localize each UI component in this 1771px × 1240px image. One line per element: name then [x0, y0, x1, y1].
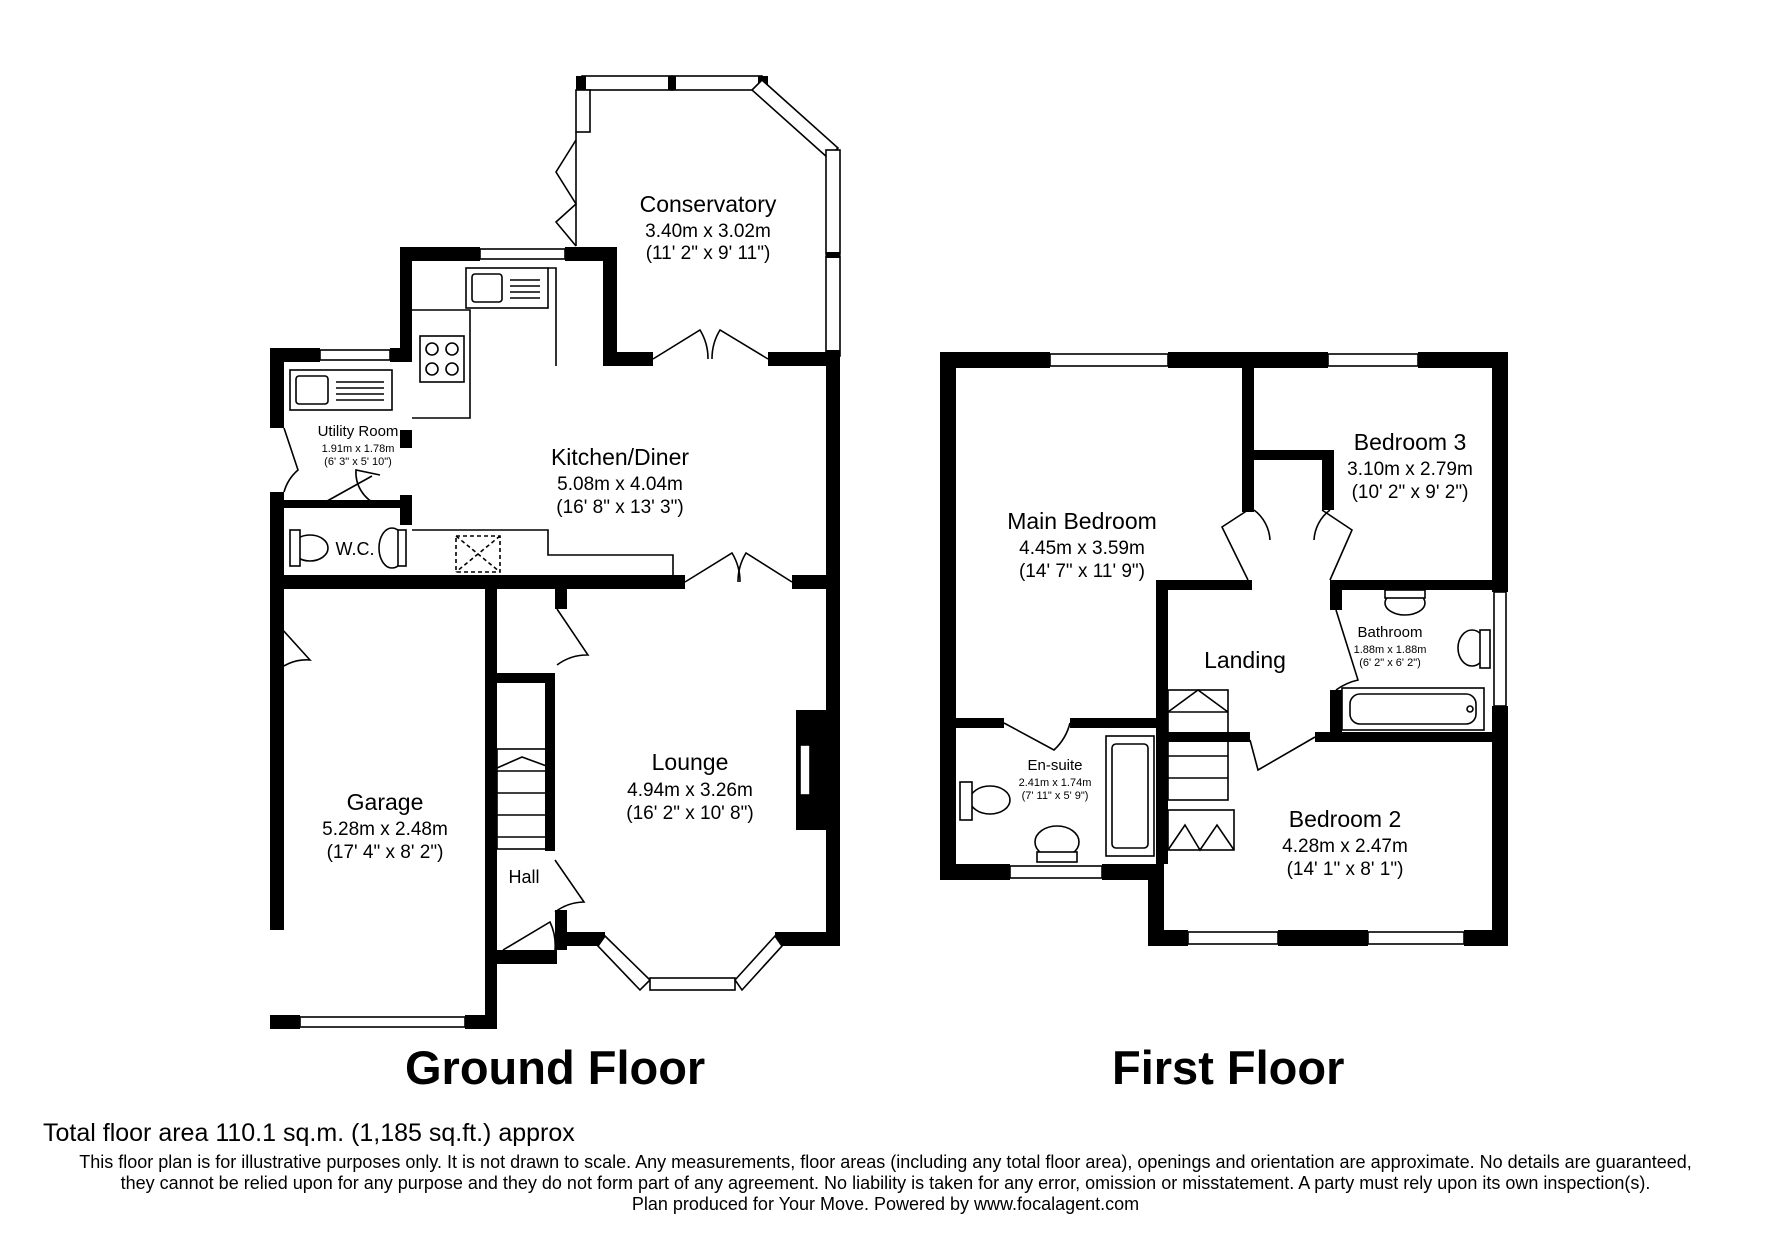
garage-walls: [270, 589, 497, 1029]
conservatory-metric: 3.40m x 3.02m: [645, 221, 771, 242]
bedroom3-imperial: (10' 2" x 9' 2"): [1352, 482, 1469, 503]
ensuite-imperial: (7' 11" x 5' 9"): [1022, 790, 1089, 802]
main-bedroom-imperial: (14' 7" x 11' 9"): [1019, 561, 1145, 582]
disclaimer-line-2: they cannot be relied upon for any purpo…: [120, 1173, 1651, 1193]
total-floor-area: Total floor area 110.1 sq.m. (1,185 sq.f…: [43, 1119, 575, 1147]
landing-name: Landing: [1204, 647, 1286, 673]
kitchen-imperial: (16' 8" x 13' 3"): [556, 497, 683, 518]
disclaimer-line-3: Plan produced for Your Move. Powered by …: [631, 1194, 1140, 1214]
kitchen-metric: 5.08m x 4.04m: [557, 474, 683, 495]
hall-name: Hall: [508, 867, 539, 887]
main-bedroom-name: Main Bedroom: [1007, 508, 1157, 534]
main-bedroom-metric: 4.45m x 3.59m: [1019, 538, 1145, 559]
ground-floor-title: Ground Floor: [405, 1041, 706, 1094]
conservatory-imperial: (11' 2" x 9' 11"): [646, 243, 771, 264]
conservatory-name: Conservatory: [640, 191, 777, 217]
bedroom2-name: Bedroom 2: [1289, 806, 1402, 832]
lounge-name: Lounge: [652, 749, 729, 775]
garage-metric: 5.28m x 2.48m: [322, 819, 448, 840]
kitchen-name: Kitchen/Diner: [551, 444, 689, 470]
disclaimer-line-1: This floor plan is for illustrative purp…: [79, 1152, 1692, 1172]
garage-imperial: (17' 4" x 8' 2"): [327, 842, 444, 863]
utility-wc-walls: [270, 348, 412, 930]
ensuite-name: En-suite: [1027, 757, 1082, 774]
kitchen-walls: [400, 247, 840, 946]
bedroom2-imperial: (14' 1" x 8' 1"): [1287, 859, 1404, 880]
hall-stairs: [485, 589, 590, 964]
utility-name: Utility Room: [318, 423, 399, 440]
utility-metric: 1.91m x 1.78m: [322, 443, 395, 455]
conservatory-walls: [554, 75, 841, 360]
first-floor-title: First Floor: [1112, 1041, 1345, 1094]
ensuite-metric: 2.41m x 1.74m: [1019, 777, 1092, 789]
lounge-bay: [555, 710, 840, 992]
lounge-imperial: (16' 2" x 10' 8"): [626, 803, 753, 824]
bathroom-imperial: (6' 2" x 6' 2"): [1359, 657, 1421, 669]
lounge-metric: 4.94m x 3.26m: [627, 780, 753, 801]
garage-name: Garage: [347, 789, 424, 815]
bathroom-name: Bathroom: [1357, 624, 1422, 641]
bedroom3-name: Bedroom 3: [1354, 429, 1467, 455]
ground-floor-plan: [270, 75, 841, 1029]
kitchen-fittings: [412, 267, 674, 575]
wc-name: W.C.: [336, 539, 375, 559]
disclaimer: This floor plan is for illustrative purp…: [0, 1152, 1771, 1215]
first-floor-plan: [940, 352, 1508, 946]
utility-imperial: (6' 3" x 5' 10"): [324, 456, 392, 468]
bedroom2-metric: 4.28m x 2.47m: [1282, 836, 1408, 857]
bedroom3-metric: 3.10m x 2.79m: [1347, 459, 1473, 480]
room-labels: Conservatory 3.40m x 3.02m (11' 2" x 9' …: [318, 191, 1473, 887]
bathroom-metric: 1.88m x 1.88m: [1354, 644, 1427, 656]
